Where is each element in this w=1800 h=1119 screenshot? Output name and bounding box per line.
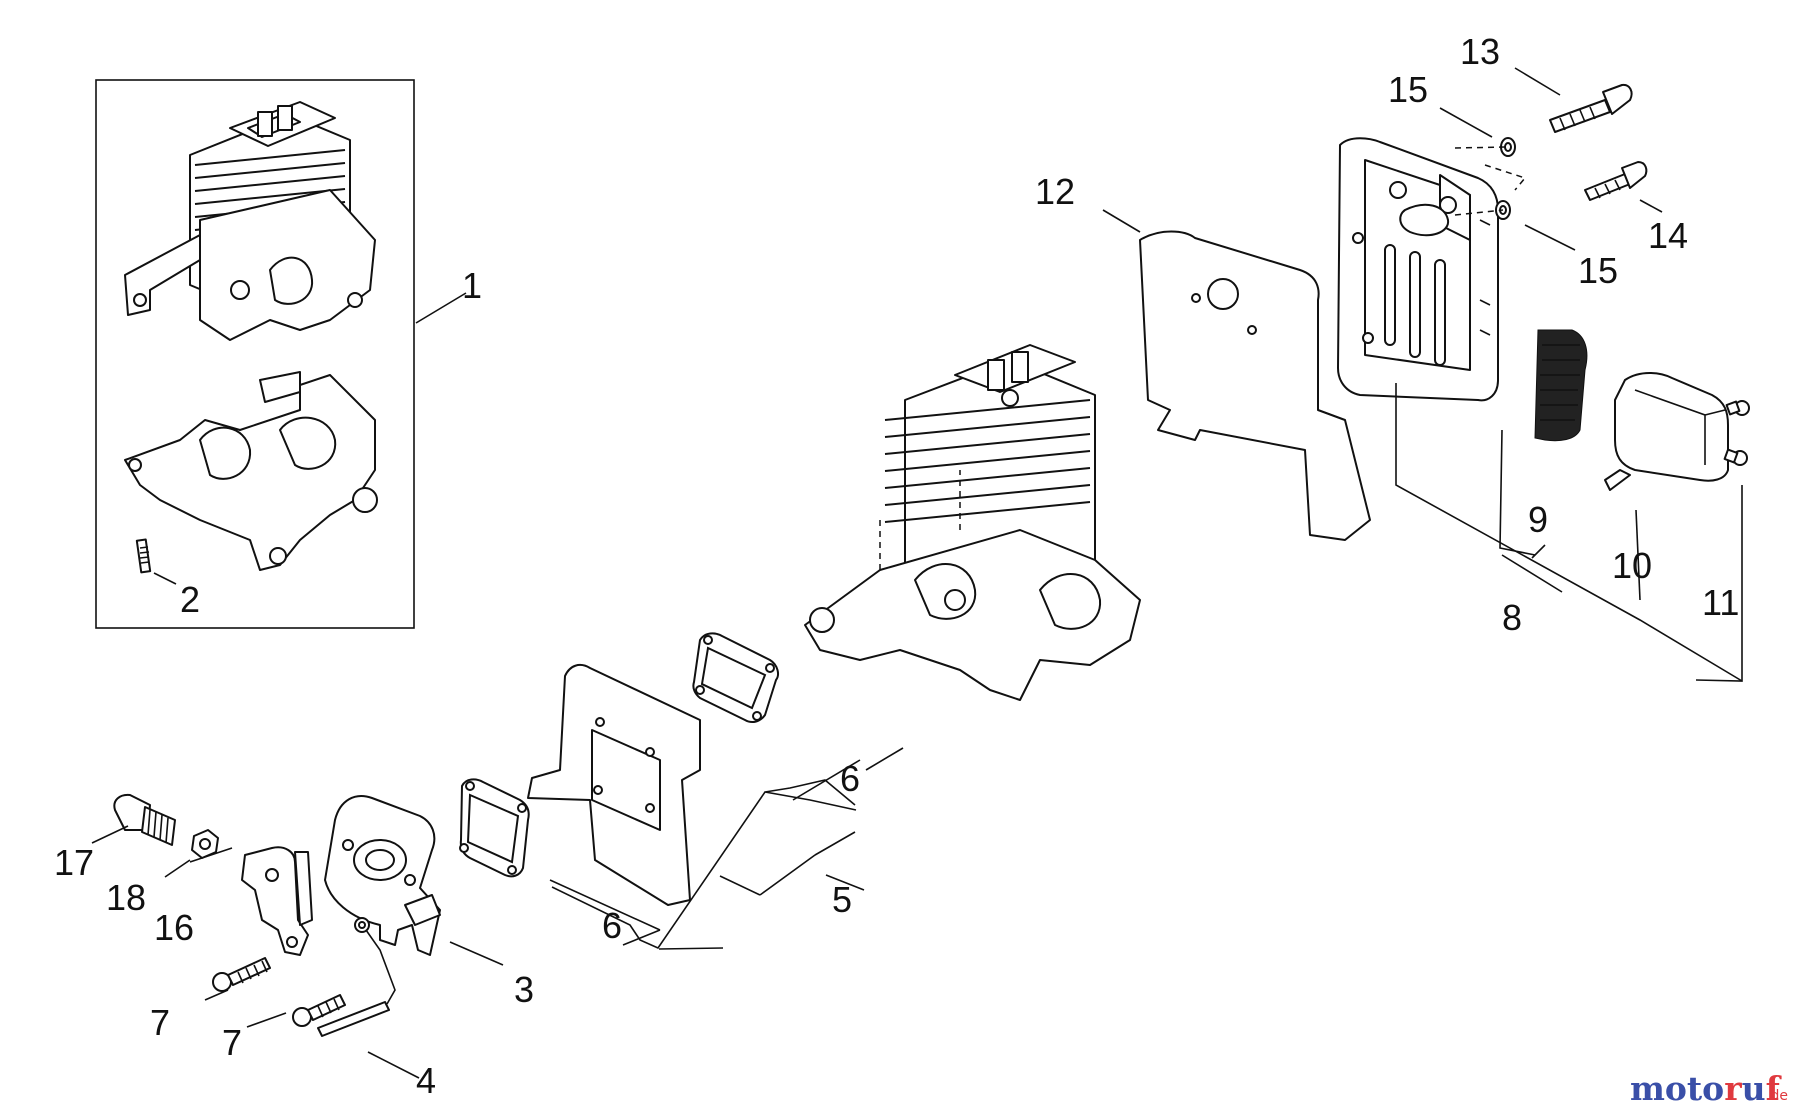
watermark-part-b1: r <box>1724 1069 1742 1108</box>
carburetor-adaptor-part-3 <box>324 795 441 956</box>
muffler-part-8 <box>1337 137 1499 402</box>
screws-part-11 <box>1723 400 1750 466</box>
callout-11: 11 <box>1702 582 1739 623</box>
screw-part-2 <box>135 538 152 574</box>
callout-7-right: 7 <box>222 1022 242 1063</box>
heat-shield-part-12 <box>1139 230 1371 541</box>
callout-17: 17 <box>54 842 94 883</box>
callout-5: 5 <box>832 879 852 920</box>
bolt-part-13 <box>1549 83 1633 133</box>
inset-frame <box>95 79 415 629</box>
muffler-bolt-path-dashes <box>1454 146 1527 216</box>
pin-part-4 <box>317 917 396 1037</box>
watermark-logo: motoruf .de <box>1630 1069 1788 1108</box>
gasket-part-6-upper <box>692 632 779 724</box>
engine-cylinder-main <box>804 344 1141 701</box>
bolt-part-7-lower <box>292 994 346 1027</box>
callout-9: 9 <box>1528 499 1548 540</box>
callout-10: 10 <box>1612 545 1652 586</box>
watermark-suffix: .de <box>1766 1088 1788 1104</box>
callout-6-upper: 6 <box>840 758 860 799</box>
callout-14: 14 <box>1648 215 1688 256</box>
watermark-part-b2: f <box>1766 1069 1782 1108</box>
assembly-inset <box>95 79 415 629</box>
bolt-part-14 <box>1584 161 1648 201</box>
callout-1: 1 <box>462 265 482 306</box>
spark-screen-part-9 <box>1534 329 1588 442</box>
insulator-plate-part-5 <box>527 663 701 906</box>
muffler-cover-part-10 <box>1604 372 1729 491</box>
nut-part-18 <box>191 829 219 859</box>
watermark-text: motoruf <box>1630 1069 1782 1108</box>
crankcase-lower-half <box>124 371 378 571</box>
leader-lines <box>91 67 1743 1079</box>
bracket-part-16 <box>241 846 313 956</box>
callout-4: 4 <box>416 1060 436 1101</box>
watermark-part-a2: u <box>1742 1069 1766 1108</box>
callout-2: 2 <box>180 579 200 620</box>
stud-part-17 <box>113 793 176 846</box>
callout-13: 13 <box>1460 31 1500 72</box>
callout-18: 18 <box>106 877 146 918</box>
callout-6-lower: 6 <box>602 905 622 946</box>
callout-8: 8 <box>1502 597 1522 638</box>
cylinder-crankcase-assembly <box>124 101 376 341</box>
callout-16: 16 <box>154 907 194 948</box>
callout-12: 12 <box>1035 171 1075 212</box>
watermark-part-a1: moto <box>1630 1069 1724 1108</box>
gasket-part-6-lower <box>459 778 530 878</box>
callout-labels: 1 2 3 4 5 6 6 7 7 8 9 10 11 12 13 14 15 … <box>54 31 1739 1101</box>
bolt-part-7-upper <box>212 957 271 992</box>
callout-15-lower: 15 <box>1578 250 1618 291</box>
callout-15-upper: 15 <box>1388 69 1428 110</box>
callout-3: 3 <box>514 969 534 1010</box>
washer-part-15-lower <box>1495 200 1511 220</box>
callout-7-left: 7 <box>150 1002 170 1043</box>
